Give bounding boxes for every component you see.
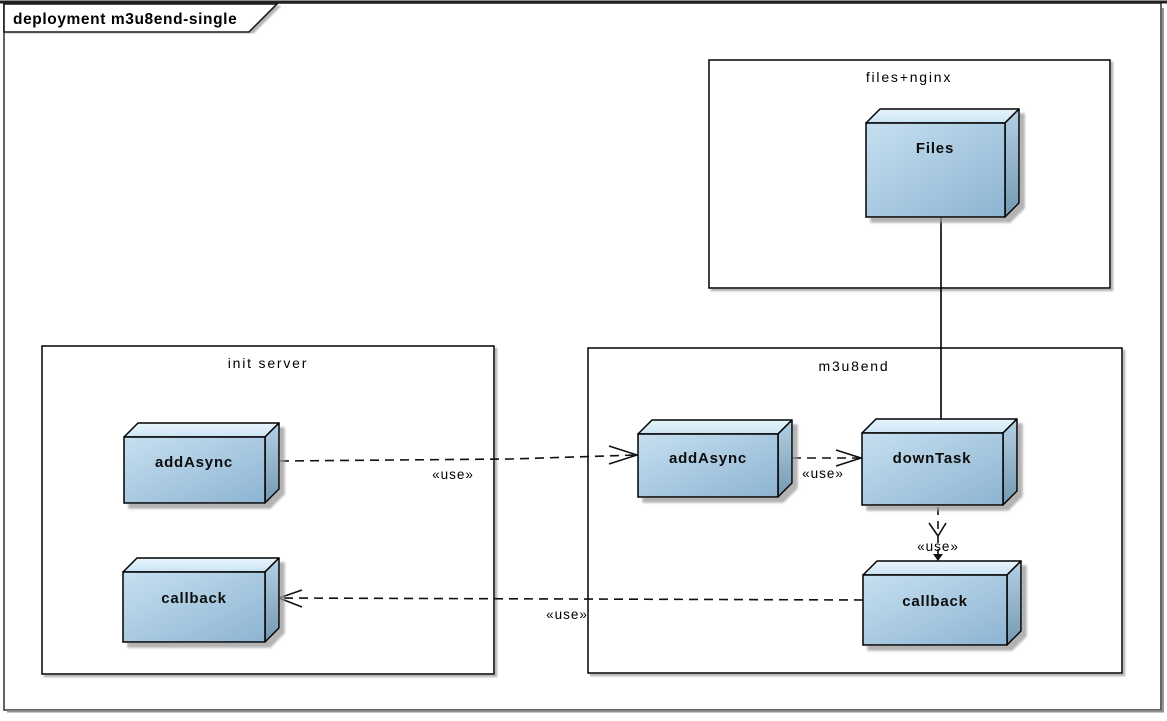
node-side-face bbox=[1004, 108, 1020, 218]
node-init-addasync: addAsync bbox=[123, 422, 280, 504]
node-side-face bbox=[264, 422, 280, 504]
node-files: Files bbox=[865, 108, 1020, 218]
node-front-face bbox=[861, 432, 1004, 506]
node-top-face bbox=[122, 557, 280, 573]
edge-use-label-init-addasync: «use» bbox=[432, 467, 474, 482]
node-top-face bbox=[637, 419, 793, 435]
node-init-addasync-label: addAsync bbox=[155, 454, 233, 471]
package-init-server-label: init server bbox=[228, 355, 308, 371]
package-m3u8end-border bbox=[587, 347, 1123, 674]
edge-use-downtask-to-callback bbox=[928, 507, 947, 561]
package-m3u8end: m3u8end bbox=[587, 347, 1123, 674]
node-front-face bbox=[865, 122, 1006, 218]
node-m3u8end-callback: callback bbox=[862, 560, 1022, 646]
edge-use-m3u8end-addasync-to-downtask bbox=[792, 449, 864, 467]
edge-line bbox=[279, 454, 638, 462]
node-front-face bbox=[123, 436, 266, 504]
package-files-nginx-label: files+nginx bbox=[866, 69, 952, 85]
node-top-face bbox=[865, 108, 1020, 124]
open-arrowhead-icon bbox=[608, 445, 640, 465]
node-top-face bbox=[123, 422, 280, 438]
node-m3u8end-addasync-label: addAsync bbox=[669, 450, 747, 467]
open-arrowhead-icon bbox=[835, 449, 864, 467]
node-init-callback-label: callback bbox=[161, 590, 227, 607]
arrow-tip-icon bbox=[933, 554, 943, 561]
edge-use-label-addasync-downtask: «use» bbox=[802, 466, 844, 481]
node-m3u8end-addasync: addAsync bbox=[637, 419, 793, 498]
package-m3u8end-label: m3u8end bbox=[819, 358, 890, 374]
node-side-face bbox=[1002, 418, 1018, 506]
node-m3u8end-downtask: downTask bbox=[861, 418, 1018, 506]
open-arrowhead-icon bbox=[928, 522, 947, 538]
edge-use-label-downtask-callback: «use» bbox=[917, 539, 959, 554]
node-front-face bbox=[862, 574, 1008, 646]
frame-title: deployment m3u8end-single bbox=[13, 11, 237, 28]
edge-use-init-addasync-to-m3u8end-addasync bbox=[279, 445, 640, 465]
node-front-face bbox=[637, 433, 779, 498]
edge-line bbox=[278, 597, 864, 601]
node-m3u8end-downtask-label: downTask bbox=[893, 450, 972, 467]
node-top-face bbox=[861, 418, 1018, 434]
frame-title-tab bbox=[3, 3, 279, 33]
edge-use-label-callback-callback: «use» bbox=[546, 607, 588, 622]
node-init-callback: callback bbox=[122, 557, 280, 643]
node-m3u8end-callback-label: callback bbox=[902, 593, 968, 610]
node-top-face bbox=[862, 560, 1022, 576]
node-front-face bbox=[122, 571, 266, 643]
node-side-face bbox=[264, 557, 280, 643]
node-side-face bbox=[777, 419, 793, 498]
node-files-label: Files bbox=[916, 140, 954, 157]
node-side-face bbox=[1006, 560, 1022, 646]
